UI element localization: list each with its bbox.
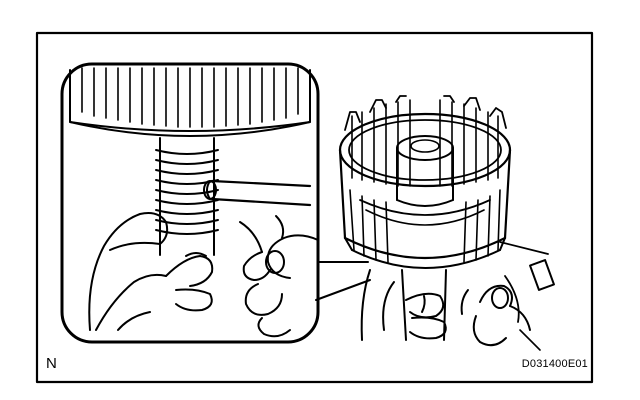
drawing-code: D031400E01 <box>521 358 588 370</box>
inset-detail-view <box>60 62 320 344</box>
view-label: N <box>46 355 57 372</box>
figure-border <box>35 31 594 384</box>
inset-right-hand-icon <box>239 215 319 338</box>
inset-left-hand-icon <box>88 212 214 331</box>
inset-air-nozzle-icon <box>206 179 312 207</box>
air-hose-line <box>499 241 549 323</box>
bottom-detail-line <box>519 329 541 351</box>
inset-frame <box>60 62 320 344</box>
inset-drum-body-icon <box>69 67 311 137</box>
main-right-hand-icon <box>460 284 531 347</box>
main-shaft-icon <box>401 269 447 341</box>
inset-leader-lines <box>315 261 371 301</box>
main-clutch-drum-icon <box>338 95 512 269</box>
plug-part-icon <box>529 259 555 291</box>
main-left-hand-icon <box>360 269 447 341</box>
